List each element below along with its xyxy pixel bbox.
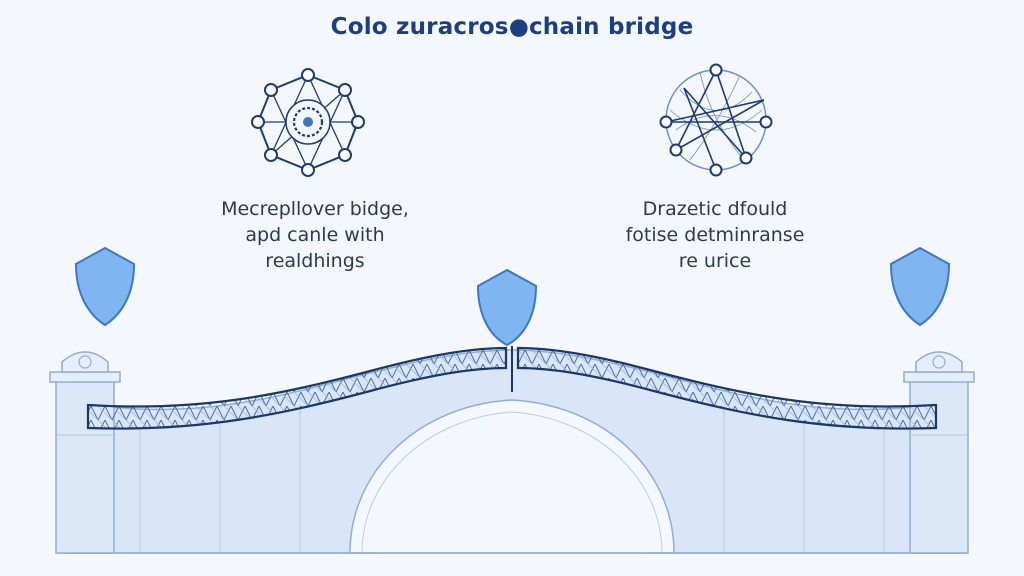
bridge-deck bbox=[86, 346, 938, 430]
left-caption: Mecrepllover bidge, apd canle with reald… bbox=[190, 196, 440, 274]
right-pillar bbox=[903, 351, 975, 554]
diagram-title: Colo zuracros●chain bridge bbox=[330, 14, 694, 40]
right-caption: Drazetic dfould fotise detminranse re ur… bbox=[590, 196, 840, 274]
network-hub-icon bbox=[251, 68, 365, 177]
shield-icon bbox=[889, 246, 951, 327]
shield-icon bbox=[476, 268, 538, 347]
left-caption-line: Mecrepllover bidge, bbox=[221, 198, 409, 220]
left-caption-line: realdhings bbox=[265, 250, 365, 272]
right-caption-line: fotise detminranse bbox=[625, 224, 805, 246]
shield-icon bbox=[74, 246, 136, 327]
left-caption-line: apd canle with bbox=[245, 224, 385, 246]
network-mesh-icon bbox=[659, 63, 773, 177]
left-pillar bbox=[49, 351, 121, 554]
right-caption-line: re urice bbox=[678, 250, 752, 272]
right-caption-line: Drazetic dfould bbox=[642, 198, 788, 220]
